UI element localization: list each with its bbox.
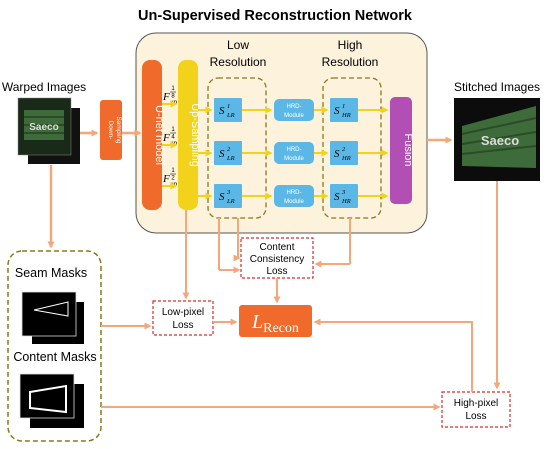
hrd-module-label-line2-3: Module	[284, 199, 304, 205]
fusion-block	[390, 97, 412, 204]
hrd-module-label-line1-1: HRD-	[287, 104, 302, 110]
lr-block-sub-3: LR	[226, 198, 235, 205]
content-consistency-loss-line2: Consistency	[250, 254, 304, 265]
lr-block-3	[214, 184, 242, 208]
hr-group-box	[322, 77, 382, 219]
feature-frac-den-3: 2	[171, 176, 175, 182]
hrd-module-label-line1-2: HRD-	[287, 147, 302, 153]
hrd-module-label-line1-3: HRD-	[287, 190, 302, 196]
seam-masks-label: Seam Masks	[15, 266, 87, 280]
hrd-module-label-line2-1: Module	[284, 113, 304, 119]
feature-label-3: F	[162, 173, 170, 185]
upsampling-block	[178, 60, 198, 210]
hrd-module-label-line2-2: Module	[284, 156, 304, 162]
hr-block-sub-3: HR	[341, 198, 351, 205]
feature-label-1: F	[162, 91, 170, 103]
feature-frac-num-2: 1	[171, 127, 175, 133]
low-pixel-loss-line1: Low-pixel	[162, 307, 204, 318]
feature-label-2: F	[162, 132, 170, 144]
lr-block-label-1: S	[219, 105, 225, 117]
lr-block-label-3: S	[219, 191, 225, 203]
stitched-image: Saeco	[454, 98, 540, 181]
diagram-title: Un-Supervised Reconstruction Network	[138, 8, 413, 24]
lr-block-label-2: S	[219, 148, 225, 160]
lr-block-sup-2: 2	[227, 146, 231, 153]
feature-frac-den-2: 4	[171, 135, 175, 141]
feature-frac-num-1: 1	[171, 86, 175, 92]
content-mask-stack	[19, 373, 84, 428]
hrd-module-1	[274, 99, 314, 121]
low-resolution-label-line2: Resolution	[210, 55, 267, 69]
high-pixel-loss-box	[441, 391, 511, 428]
upsampling-label: Up-Sampling	[189, 103, 201, 167]
recon-loss-label: LRecon	[251, 311, 299, 336]
hr-block-sub-1: HR	[341, 112, 351, 119]
hr-block-2	[330, 141, 358, 165]
high-resolution-label-line1: High	[338, 38, 363, 52]
high-pixel-loss-line1: High-pixel	[454, 398, 498, 409]
low-resolution-label-line1: Low	[227, 38, 249, 52]
feature-frac-den-1: 8	[171, 94, 175, 100]
content-consistency-loss-line3: Loss	[266, 266, 287, 277]
hrd-module-2	[274, 142, 314, 164]
feature-frac-num-3: 1	[171, 168, 175, 174]
hr-block-sup-2: 2	[342, 146, 346, 153]
hr-block-sup-3: 3	[341, 189, 346, 196]
hr-block-label-2: S	[334, 148, 340, 160]
unet-block	[142, 60, 162, 210]
hr-block-sub-2: HR	[341, 155, 351, 162]
downsampling-label-line2: Sampling	[115, 116, 122, 143]
low-pixel-loss-line2: Loss	[172, 320, 193, 331]
lr-block-sub-2: LR	[226, 155, 235, 162]
recon-loss-block	[239, 305, 312, 337]
stitched-images-label: Stitched Images	[454, 80, 540, 94]
low-pixel-loss-box	[152, 300, 214, 336]
warped-images-label: Warped Images	[2, 80, 86, 94]
lr-block-1	[214, 98, 242, 122]
masks-panel	[7, 250, 102, 442]
content-consistency-loss-box	[240, 237, 314, 279]
downsampling-label-line1: Down-	[107, 121, 114, 140]
lr-block-sup-3: 3	[226, 189, 231, 196]
recon-loss-base: L	[251, 311, 263, 333]
downsampling-block	[100, 100, 122, 160]
recon-loss-sub: Recon	[263, 321, 299, 336]
fusion-label: Fusion	[402, 133, 414, 166]
content-consistency-loss-line1: Content	[259, 242, 294, 253]
hr-block-1	[330, 98, 358, 122]
hr-block-label-3: S	[334, 191, 340, 203]
hr-block-sup-1: 1	[342, 103, 345, 110]
hr-block-label-1: S	[334, 105, 340, 117]
lr-block-2	[214, 141, 242, 165]
seam-mask-stack	[21, 291, 84, 344]
hrd-module-3	[274, 185, 314, 207]
stitched-image-logo: Saeco	[481, 133, 519, 148]
high-pixel-loss-line2: Loss	[465, 411, 486, 422]
lr-block-sub-1: LR	[226, 112, 235, 119]
content-masks-label: Content Masks	[13, 350, 96, 364]
high-resolution-label-line2: Resolution	[322, 55, 379, 69]
warped-image-logo: Saeco	[29, 122, 58, 133]
lr-block-sup-1: 1	[227, 103, 230, 110]
unet-label: U-net model	[153, 105, 165, 165]
hr-block-3	[330, 184, 358, 208]
warped-image-stack: Saeco	[17, 97, 80, 164]
